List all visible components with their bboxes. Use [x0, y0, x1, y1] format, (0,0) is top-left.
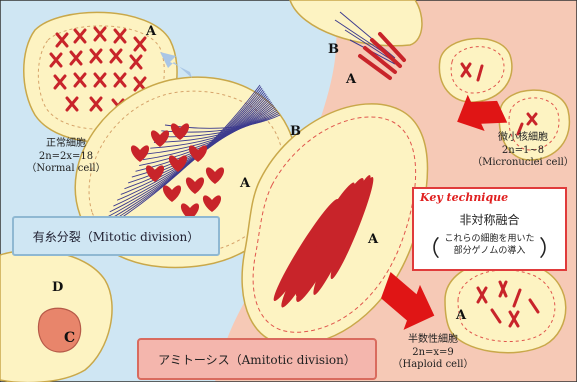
letter-d: D [52, 280, 63, 295]
letter-normal-a: A [146, 24, 156, 39]
letter-top-a: A [346, 72, 356, 87]
key-technique-paren-right: ） [539, 231, 561, 263]
mitotic-division-label: 有糸分裂（Mitotic division） [12, 216, 220, 256]
key-technique-sub: これらの細胞を用いた 部分ゲノムの導入 [428, 233, 551, 257]
amitotic-division-label: アミトーシス（Amitotic division） [137, 338, 377, 380]
letter-spindle-b: B [290, 124, 301, 139]
key-technique-main: 非対称融合 [414, 211, 565, 228]
haploid-cell-formula: 2n=x=9 [378, 347, 488, 360]
micronuclei-cell-formula: 2n=1~8 [470, 145, 576, 158]
haploid-cell-jp: 半数性細胞 [378, 334, 488, 347]
normal-cell-en: （Normal cell） [14, 163, 118, 176]
normal-cell-jp: 正常細胞 [14, 138, 118, 151]
key-technique-title: Key technique [420, 191, 508, 204]
key-technique-sub-line1: これらの細胞を用いた [428, 233, 551, 245]
normal-cell-label: 正常細胞 2n=2x=18 （Normal cell） [14, 138, 118, 176]
haploid-cell-label: 半数性細胞 2n=x=9 （Haploid cell） [378, 334, 488, 372]
key-technique-box: Key technique 非対称融合 （ これらの細胞を用いた 部分ゲノムの導… [412, 187, 567, 271]
key-technique-sub-line2: 部分ゲノムの導入 [428, 245, 551, 257]
letter-top-b: B [328, 42, 339, 57]
micronuclei-cell-label: 微小核細胞 2n=1~8 （Micronuclei cell） [470, 132, 576, 170]
haploid-cell-en: （Haploid cell） [378, 359, 488, 372]
letter-amitotic-a: A [368, 232, 378, 247]
normal-cell-formula: 2n=2x=18 [14, 151, 118, 164]
letter-spindle-a: A [240, 176, 250, 191]
micronuclei-cell-en: （Micronuclei cell） [470, 157, 576, 170]
letter-c: C [64, 330, 75, 346]
micronuclei-cell-jp: 微小核細胞 [470, 132, 576, 145]
letter-haploid-a: A [456, 308, 466, 323]
